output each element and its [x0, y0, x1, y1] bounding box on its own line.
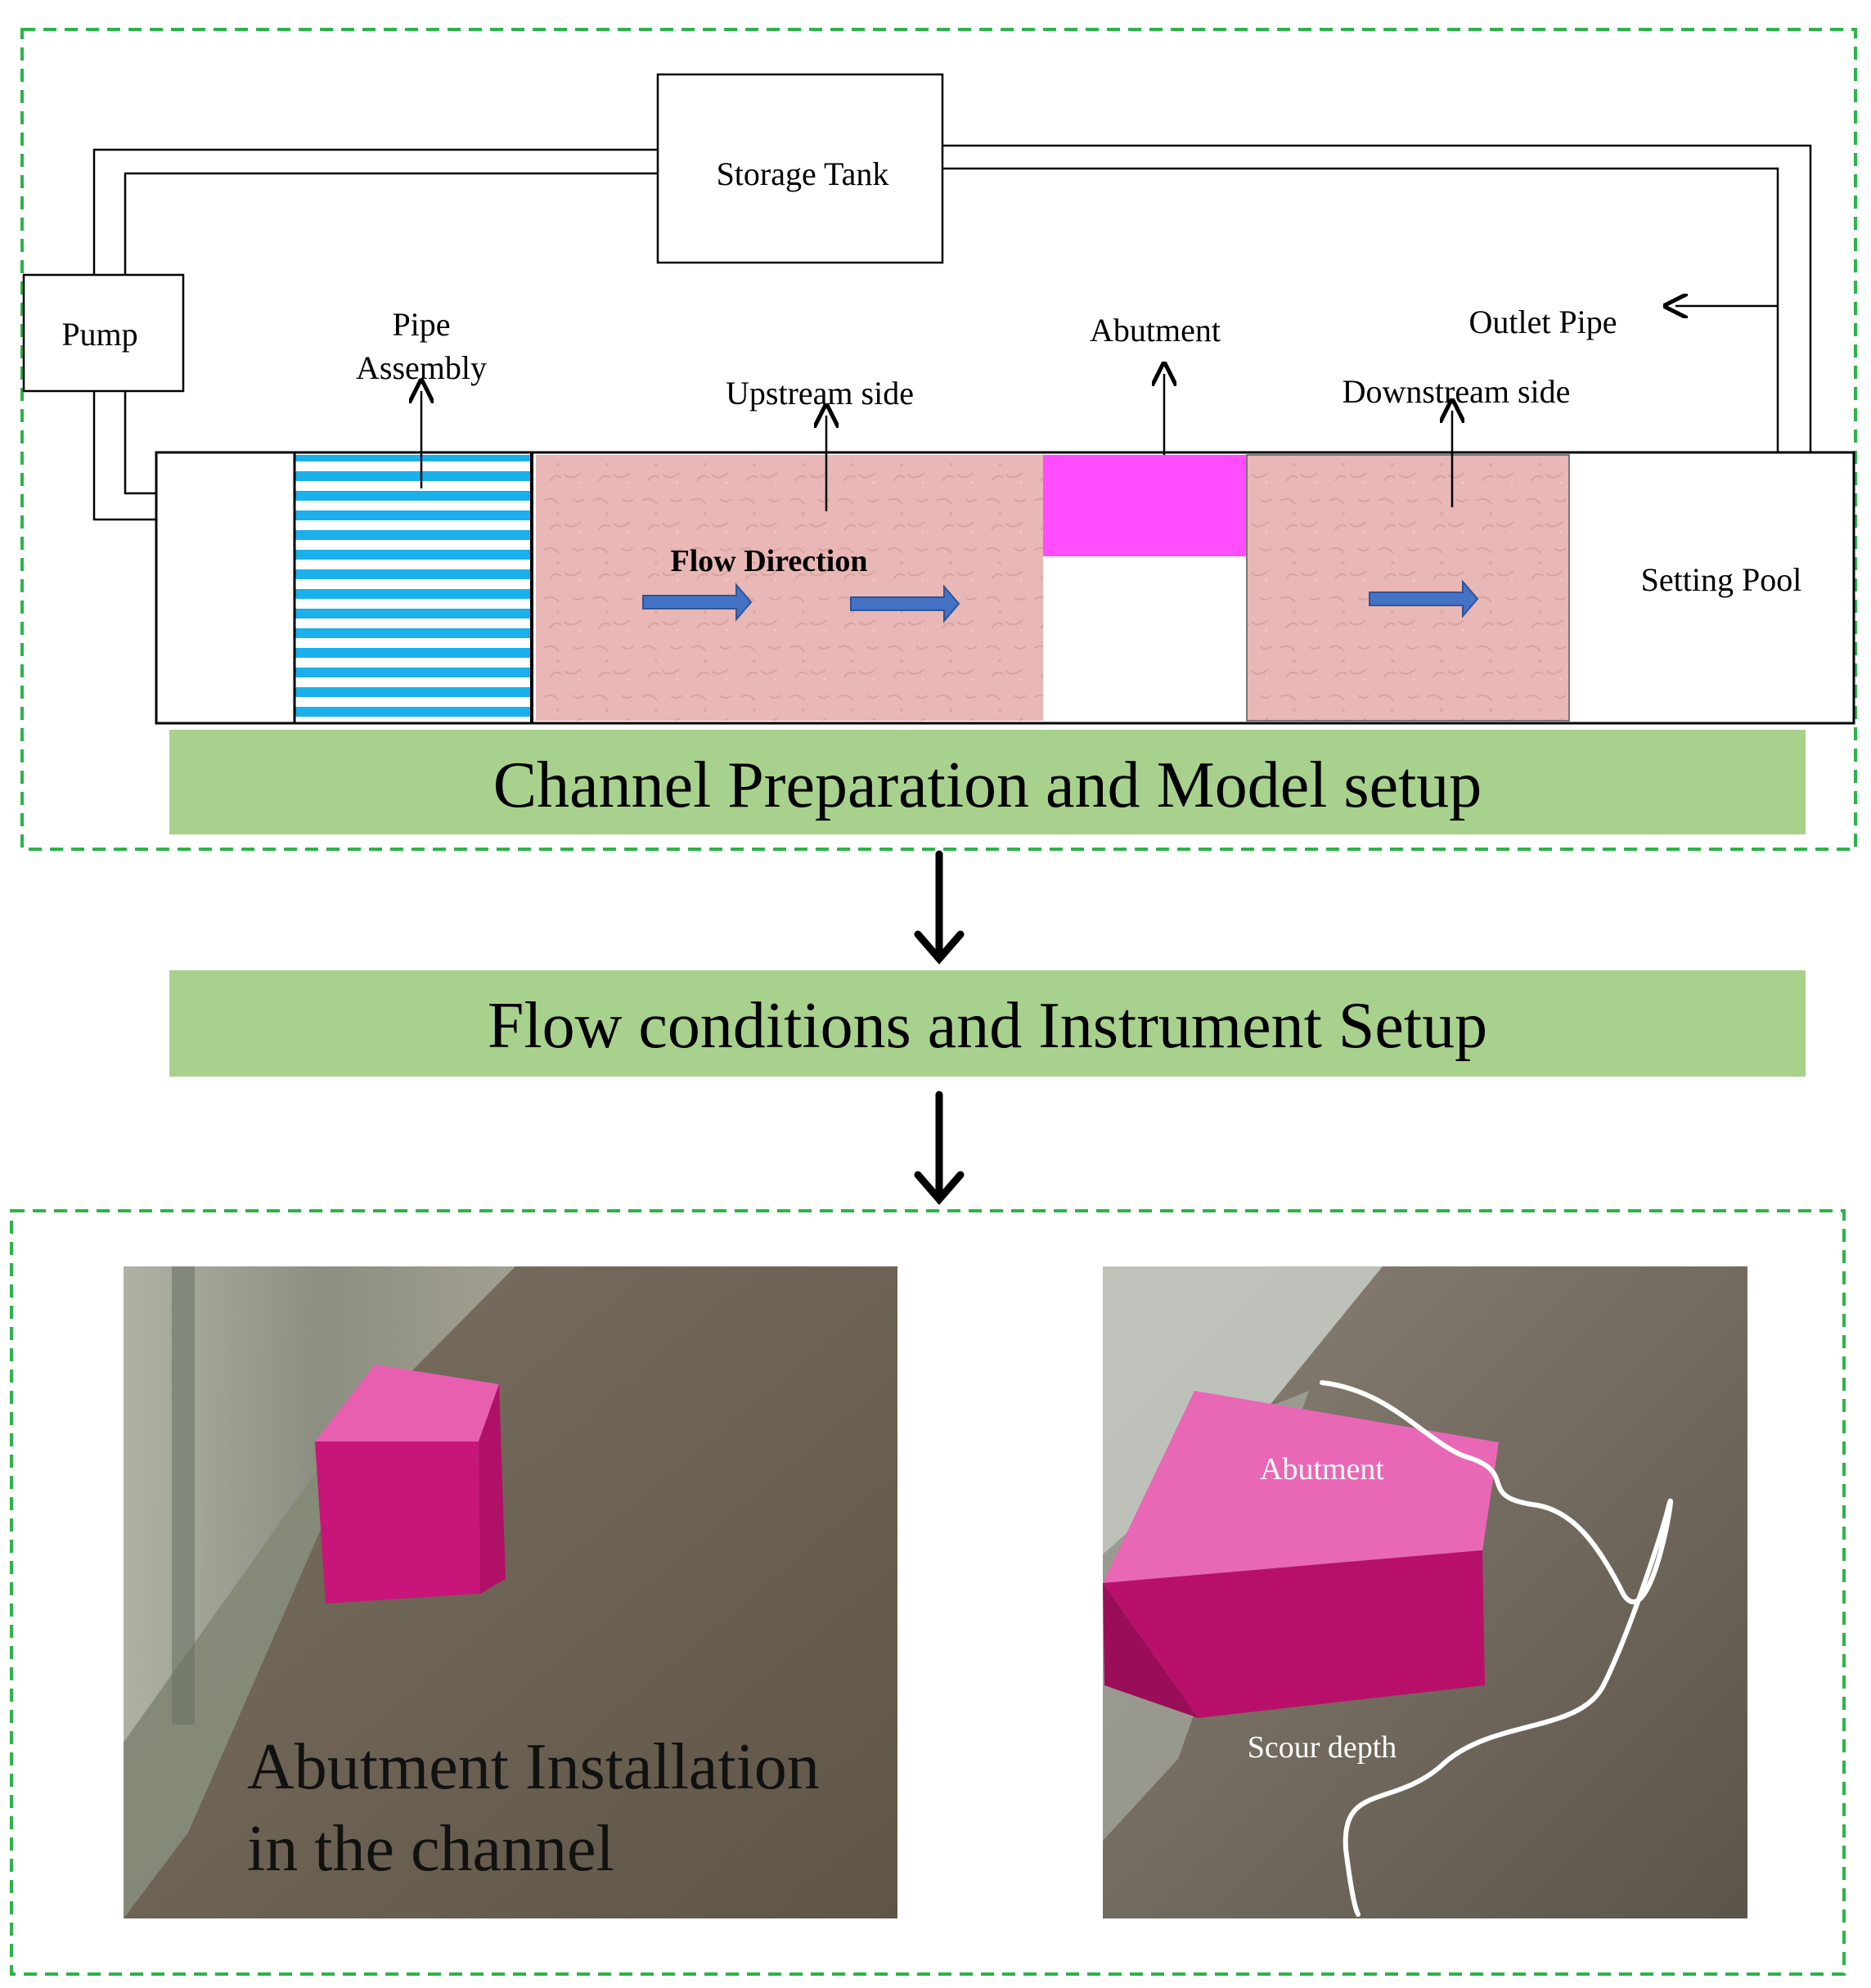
- pipe-assembly-label-2: Assembly: [356, 349, 487, 386]
- step1-label: Channel Preparation and Model setup: [493, 749, 1482, 821]
- photo-right-block-top: [1103, 1391, 1499, 1583]
- down-arrow-1-head: [914, 930, 965, 965]
- photo-left-block-top: [315, 1365, 499, 1442]
- photo-right-block-front: [1103, 1550, 1485, 1718]
- scour-outline: [1320, 1380, 1673, 1917]
- bottom-frame: [10, 1209, 1846, 1976]
- down-arrow-2-head: [914, 1171, 965, 1205]
- step1-banner: [169, 730, 1806, 834]
- downstream-sediment: [1246, 454, 1570, 722]
- right-photo-label-abutment: Abutment: [1260, 1452, 1384, 1487]
- step2-label: Flow conditions and Instrument Setup: [488, 990, 1487, 1062]
- abutment-block: [1043, 455, 1246, 556]
- abutment-label: Abutment: [1090, 312, 1221, 349]
- upstream-sediment: [536, 455, 1043, 721]
- photo-left-block-side: [479, 1384, 506, 1594]
- pump-box: [22, 273, 185, 393]
- flow-arrows: [642, 579, 1479, 623]
- storage-tank-label: Storage Tank: [717, 155, 889, 192]
- left-photo-caption-1: Abutment Installation: [247, 1731, 820, 1803]
- flow-direction-label: Flow Direction: [671, 544, 868, 578]
- flow-arrow-1: [642, 582, 753, 622]
- flow-arrow-2: [850, 584, 960, 623]
- step2-banner: [169, 970, 1806, 1077]
- abutment-gap: [1043, 556, 1246, 721]
- pipe-network: [92, 144, 1812, 521]
- photo-abutment-installation: Abutment Installation in the channel: [124, 1266, 897, 1918]
- photo-left-block-front: [315, 1442, 480, 1603]
- flow-arrow-3: [1369, 579, 1479, 618]
- outlet-pipe-label: Outlet Pipe: [1468, 304, 1617, 340]
- leader-arrows: [421, 306, 1778, 511]
- pump-label: Pump: [61, 316, 137, 353]
- photo-right-block-left: [1103, 1583, 1199, 1718]
- downstream-side-label: Downstream side: [1343, 373, 1571, 410]
- pipe-assembly-label-1: Pipe: [392, 306, 450, 343]
- storage-tank-box: [656, 73, 944, 264]
- right-photo-label-scour: Scour depth: [1248, 1730, 1397, 1765]
- setting-pool-label: Setting Pool: [1641, 561, 1802, 598]
- left-photo-caption-2: in the channel: [247, 1813, 614, 1885]
- upstream-side-label: Upstream side: [726, 375, 914, 412]
- top-frame: [20, 28, 1857, 851]
- step-arrows: [914, 850, 965, 1205]
- pipe-assembly-block: [295, 455, 532, 721]
- photo-scour-depth: Abutment Scour depth: [1103, 1266, 1747, 1918]
